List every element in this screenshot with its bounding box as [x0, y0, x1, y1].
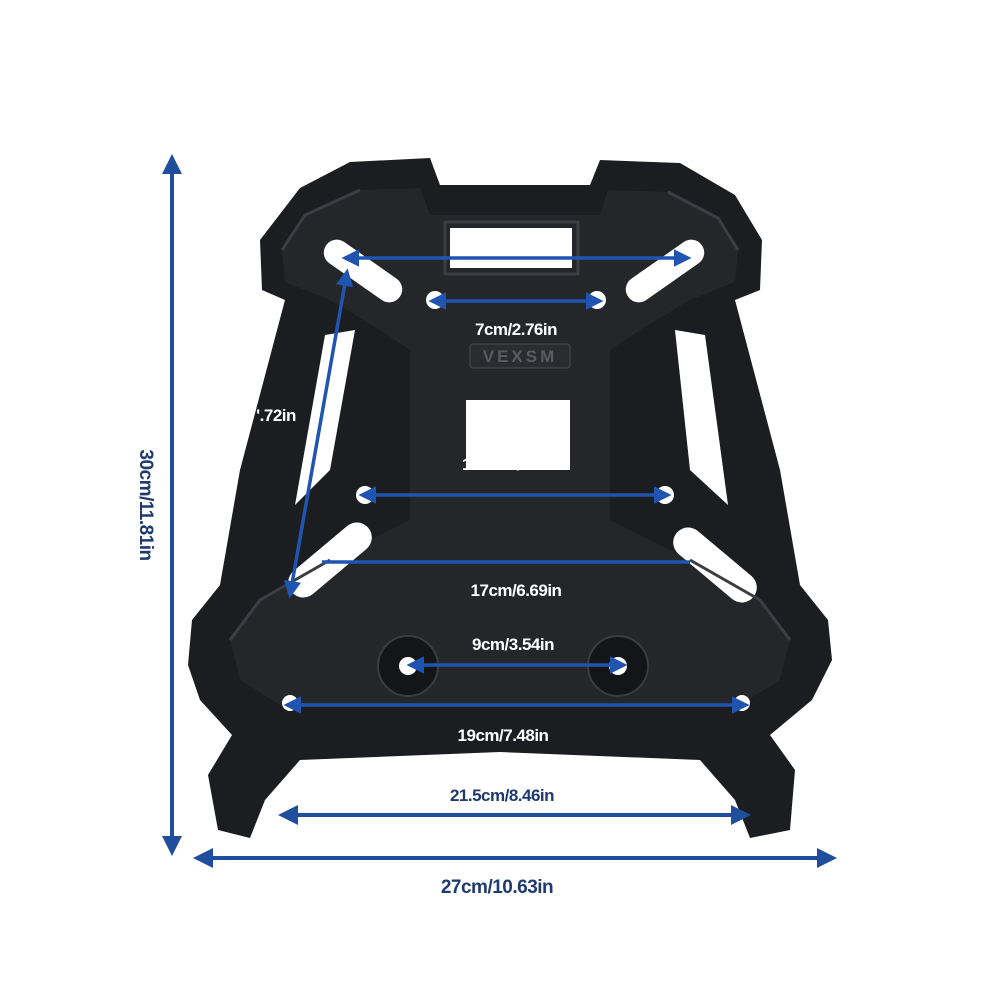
top-slots-dimension: 12.5cm/4.92in	[341, 228, 692, 267]
bottom-right-hole	[734, 695, 750, 711]
lower-slots-label: 17cm/6.69in	[471, 581, 562, 600]
diagonal-dimension: '.72in	[256, 268, 354, 599]
overall-width-dimension: 27cm/10.63in	[193, 848, 837, 898]
bottom-holes-label: 19cm/7.48in	[458, 726, 549, 745]
height-label: 30cm/11.81in	[135, 449, 156, 560]
center-window	[466, 400, 570, 470]
upper-holes-label: 7cm/2.76in	[475, 320, 557, 339]
middle-holes-label: 12.5cm/4.92in	[462, 455, 566, 474]
right-side-opening	[675, 330, 728, 505]
overall-height-dimension: 30cm/11.81in	[135, 154, 182, 856]
bottom-left-hole	[282, 695, 298, 711]
feet-dimension: 21.5cm/8.46in	[278, 786, 751, 825]
logo-text: VEXSM	[483, 347, 558, 366]
diagonal-label: '.72in	[256, 406, 296, 425]
bosses-label: 9cm/3.54in	[472, 635, 554, 654]
bottom-holes-dimension: 19cm/7.48in	[283, 696, 750, 745]
lower-slots-dimension: 17cm/6.69in	[322, 560, 690, 600]
lower-right-slot	[673, 527, 757, 603]
feet-label: 21.5cm/8.46in	[450, 786, 554, 805]
upper-holes-dimension: 7cm/2.76in	[428, 292, 604, 339]
middle-holes-dimension: 12.5cm/4.92in	[358, 455, 672, 504]
brand-logo: VEXSM	[469, 343, 571, 369]
bosses-dimension: 9cm/3.54in	[406, 635, 628, 674]
width-label: 27cm/10.63in	[441, 877, 553, 898]
top-slots-label: 12.5cm/4.92in	[462, 228, 566, 247]
